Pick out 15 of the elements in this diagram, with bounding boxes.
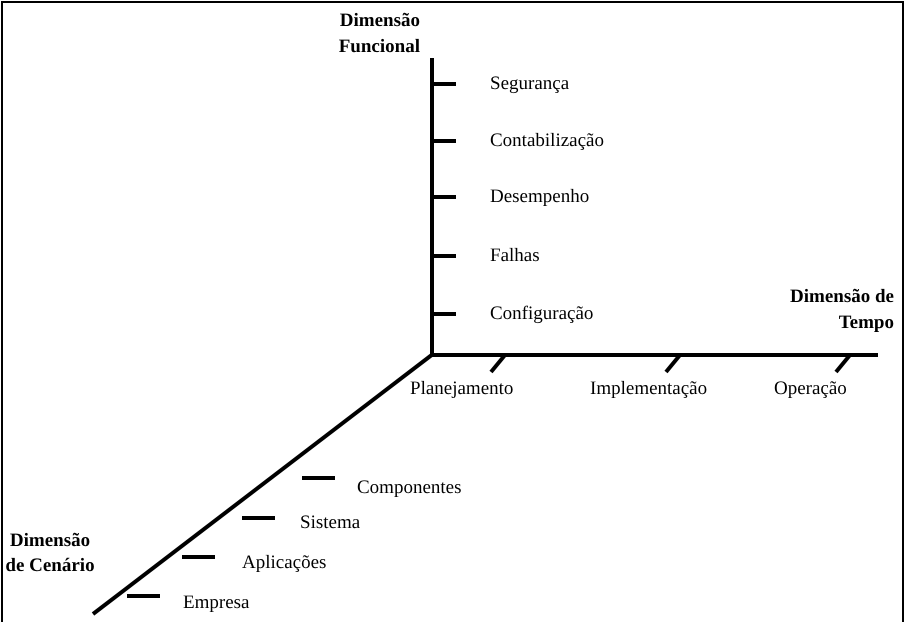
- axis-title: Dimensão de Tempo: [789, 285, 894, 335]
- axis-value-label: Contabilização: [490, 129, 604, 153]
- axis-value-label: Segurança: [490, 72, 570, 96]
- axis-value-label: Operação: [774, 377, 847, 401]
- axis-value-label: Falhas: [490, 244, 540, 268]
- axis-title: Dimensão de Cenário: [4, 529, 96, 578]
- axis-value-label: Configuração: [490, 302, 594, 326]
- axis-value-label: Componentes: [357, 476, 462, 500]
- axis-value-label: Empresa: [183, 591, 250, 615]
- axis-value-label: Implementação: [590, 377, 708, 401]
- axis-value-label: Desempenho: [490, 185, 590, 209]
- axis-value-label: Planejamento: [410, 377, 514, 401]
- axis-title: Dimensão Funcional: [338, 9, 420, 59]
- axis-value-label: Aplicações: [242, 551, 326, 575]
- axis-value-label: Sistema: [300, 511, 360, 535]
